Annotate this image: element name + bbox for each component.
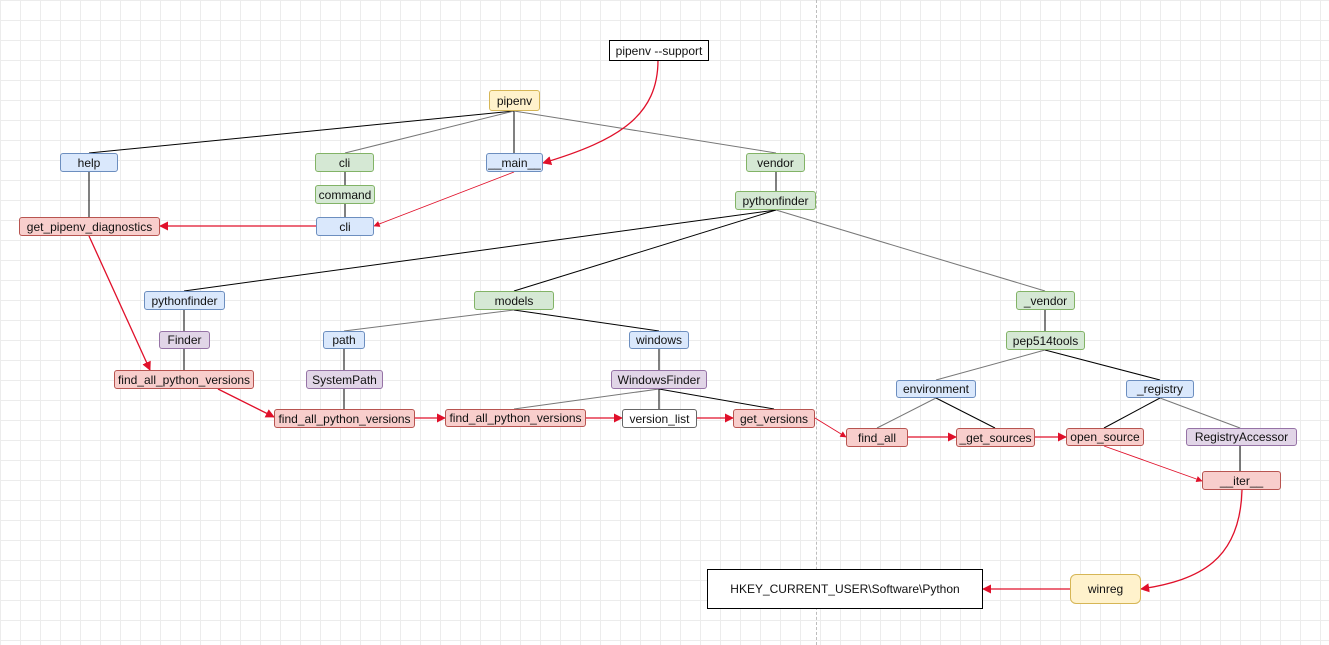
node-models[interactable]: models — [474, 291, 554, 310]
edge-env-getsources — [935, 397, 996, 429]
node-find-all-python-versions-2[interactable]: find_all_python_versions — [274, 409, 415, 428]
edge-pf-vendor — [775, 209, 1046, 292]
node-cli-bottom[interactable]: cli — [316, 217, 374, 236]
edge-pep514-registry — [1044, 349, 1161, 381]
node-registry[interactable]: _registry — [1126, 380, 1194, 398]
edge-pf-pythonfinder — [183, 209, 777, 292]
edge-wf-findall3 — [513, 388, 660, 410]
node-pipenv-support[interactable]: pipenv --support — [609, 40, 709, 61]
node-pep514tools[interactable]: pep514tools — [1006, 331, 1085, 350]
node-open-source[interactable]: open_source — [1066, 428, 1144, 446]
node-environment[interactable]: environment — [896, 380, 976, 398]
node-windowsfinder[interactable]: WindowsFinder — [611, 370, 707, 389]
arrow-support-main — [542, 59, 659, 166]
node-windows[interactable]: windows — [629, 331, 689, 349]
node-command[interactable]: command — [315, 185, 375, 204]
edge-models-windows — [513, 309, 660, 332]
edge-env-findall — [876, 397, 937, 429]
node-vendor-sub[interactable]: _vendor — [1016, 291, 1075, 310]
page-divider — [816, 0, 817, 645]
edge-pipenv-help — [88, 110, 515, 154]
edge-models-path — [343, 309, 515, 332]
node-hkey-current-user[interactable]: HKEY_CURRENT_USER\Software\Python — [707, 569, 983, 609]
node-version-list[interactable]: version_list — [622, 409, 697, 428]
node-winreg[interactable]: winreg — [1070, 574, 1141, 604]
node-vendor[interactable]: vendor — [746, 153, 805, 172]
arrow-main-cli — [373, 171, 515, 227]
arrow-iter-winreg — [1140, 489, 1243, 593]
node-find-all-python-versions-3[interactable]: find_all_python_versions — [445, 409, 586, 427]
edge-pf-models — [513, 209, 777, 292]
arrow-opensource-iter — [1103, 445, 1203, 483]
edge-pep514-environment — [935, 349, 1046, 381]
node-iter[interactable]: __iter__ — [1202, 471, 1281, 490]
node-find-all-python-versions-1[interactable]: find_all_python_versions — [114, 370, 254, 389]
node-find-all[interactable]: find_all — [846, 428, 908, 447]
node-get-versions[interactable]: get_versions — [733, 409, 815, 428]
node-get-pipenv-diagnostics[interactable]: get_pipenv_diagnostics — [19, 217, 160, 236]
edge-wf-getversions — [658, 388, 775, 410]
node-pythonfinder-vendor[interactable]: pythonfinder — [735, 191, 816, 210]
node-pipenv[interactable]: pipenv — [489, 90, 540, 111]
edge-registry-opensource — [1103, 397, 1161, 429]
edge-pipenv-cli — [344, 110, 515, 154]
node-pythonfinder[interactable]: pythonfinder — [144, 291, 225, 310]
edge-registry-accessor — [1159, 397, 1241, 429]
arrow-findall1-findall2 — [217, 388, 275, 418]
node-finder[interactable]: Finder — [159, 331, 210, 349]
node-cli-top[interactable]: cli — [315, 153, 374, 172]
node-help[interactable]: help — [60, 153, 118, 172]
arrow-getversions-findall — [814, 417, 847, 438]
node-main[interactable]: __main__ — [486, 153, 543, 172]
node-path[interactable]: path — [323, 331, 365, 349]
edge-pipenv-vendor — [513, 110, 777, 154]
node-registryaccessor[interactable]: RegistryAccessor — [1186, 428, 1297, 446]
node-systempath[interactable]: SystemPath — [306, 370, 383, 389]
node-get-sources[interactable]: _get_sources — [956, 428, 1035, 447]
arrow-diag-findall1 — [88, 235, 151, 371]
